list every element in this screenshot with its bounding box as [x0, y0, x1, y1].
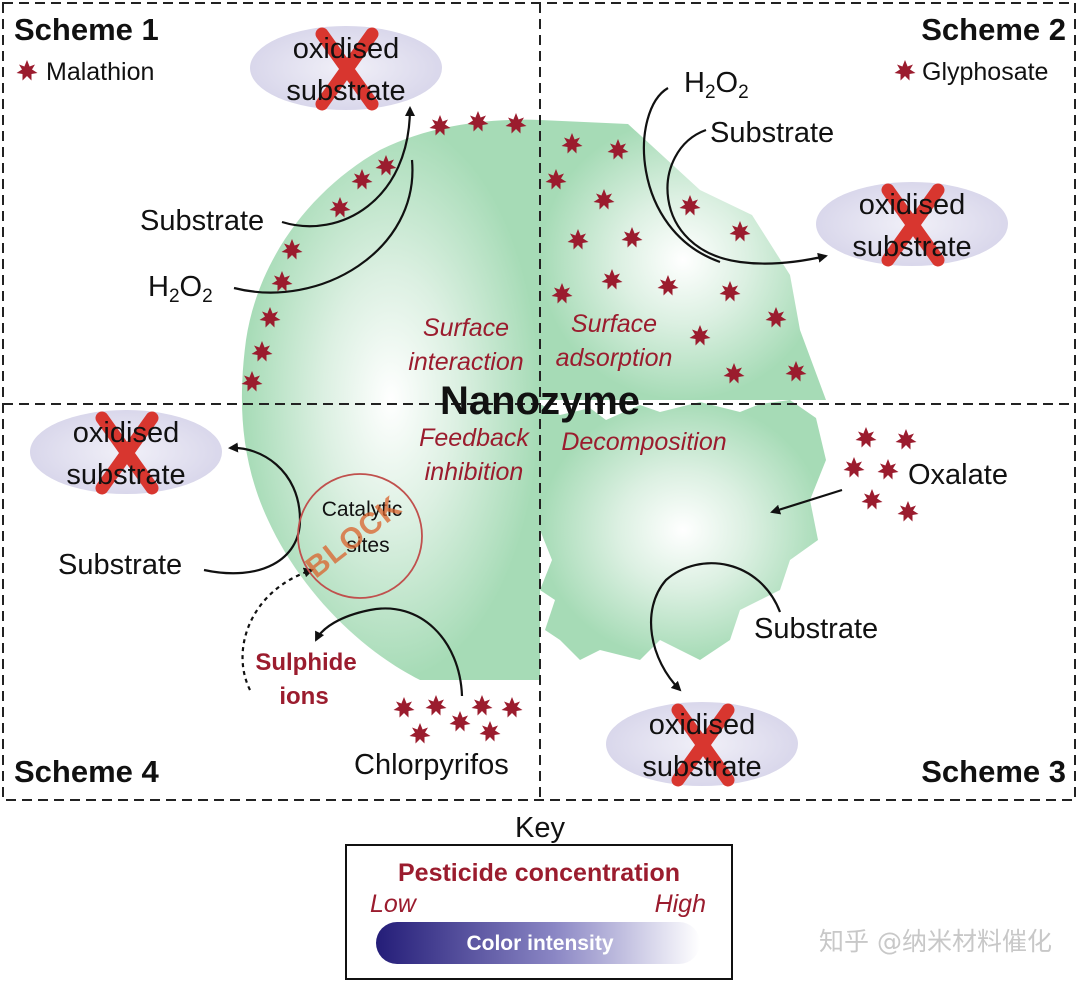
s2-substrate-label: Substrate: [710, 117, 834, 149]
scheme-4-title: Scheme 4: [14, 754, 160, 789]
product-oval-s1: oxidised substrate: [250, 26, 442, 111]
product-s2-line2: substrate: [852, 231, 971, 263]
mechanism-s3-line1: Decomposition: [561, 428, 726, 456]
product-s3-line2: substrate: [642, 751, 761, 783]
scheme-1-title: Scheme 1: [14, 12, 159, 47]
reaction-arrows: [203, 87, 843, 697]
malathion-label: Malathion: [46, 58, 154, 86]
nanozyme-label: Nanozyme: [440, 379, 640, 423]
key-high: High: [655, 890, 706, 918]
nanozyme-body: [241, 119, 826, 680]
scheme-3-title: Scheme 3: [921, 754, 1066, 789]
glyphosate-legend-star: [894, 60, 916, 81]
s4-pesticide-label: Chlorpyrifos: [354, 749, 509, 781]
s2-oxidant-label: H2O2: [684, 67, 749, 103]
key-low: Low: [370, 890, 418, 918]
key-box: Pesticide concentration Low High Color i…: [345, 844, 733, 980]
product-s1-line2: substrate: [286, 75, 405, 107]
product-oval-s4: oxidised substrate: [30, 410, 222, 495]
mechanism-s2-line1: Surface: [571, 310, 657, 338]
product-oval-s3: oxidised substrate: [606, 702, 798, 787]
glyphosate-label: Glyphosate: [922, 58, 1048, 86]
malathion-legend-star: [16, 60, 38, 81]
key-title: Pesticide concentration: [398, 859, 680, 887]
sulphide-ions-line1: Sulphide: [255, 649, 356, 676]
scheme-2-title: Scheme 2: [921, 12, 1066, 47]
product-s4-line2: substrate: [66, 459, 185, 491]
product-s3-line1: oxidised: [649, 709, 755, 741]
product-s4-line1: oxidised: [73, 417, 179, 449]
catalytic-site-line1: Catalytic: [322, 498, 403, 521]
key-heading: Key: [515, 812, 565, 844]
sulphide-ions-line2: ions: [279, 683, 328, 710]
scheme-grid: [2, 2, 1076, 801]
mechanism-s1-line2: interaction: [408, 348, 523, 376]
catalytic-site-line2: sites: [346, 534, 389, 557]
s4-substrate-label: Substrate: [58, 549, 182, 581]
s3-pesticide-label: Oxalate: [908, 459, 1008, 491]
s3-substrate-label: Substrate: [754, 613, 878, 645]
mechanism-s2-line2: adsorption: [556, 344, 673, 372]
product-oval-s2: oxidised substrate: [816, 182, 1008, 267]
mechanism-s1-line1: Surface: [423, 314, 509, 342]
mechanism-s4-line2: inhibition: [425, 458, 524, 486]
chlorpyrifos-stars: [393, 695, 523, 744]
product-s2-line1: oxidised: [859, 189, 965, 221]
watermark: 知乎 @纳米材料催化: [819, 927, 1052, 956]
s1-oxidant-label: H2O2: [148, 271, 213, 307]
product-s1-line1: oxidised: [293, 33, 399, 65]
s1-substrate-label: Substrate: [140, 205, 264, 237]
key-gradient-bar: [376, 922, 700, 964]
mechanism-s4-line1: Feedback: [419, 424, 530, 452]
key-bar-label: Color intensity: [466, 932, 613, 955]
